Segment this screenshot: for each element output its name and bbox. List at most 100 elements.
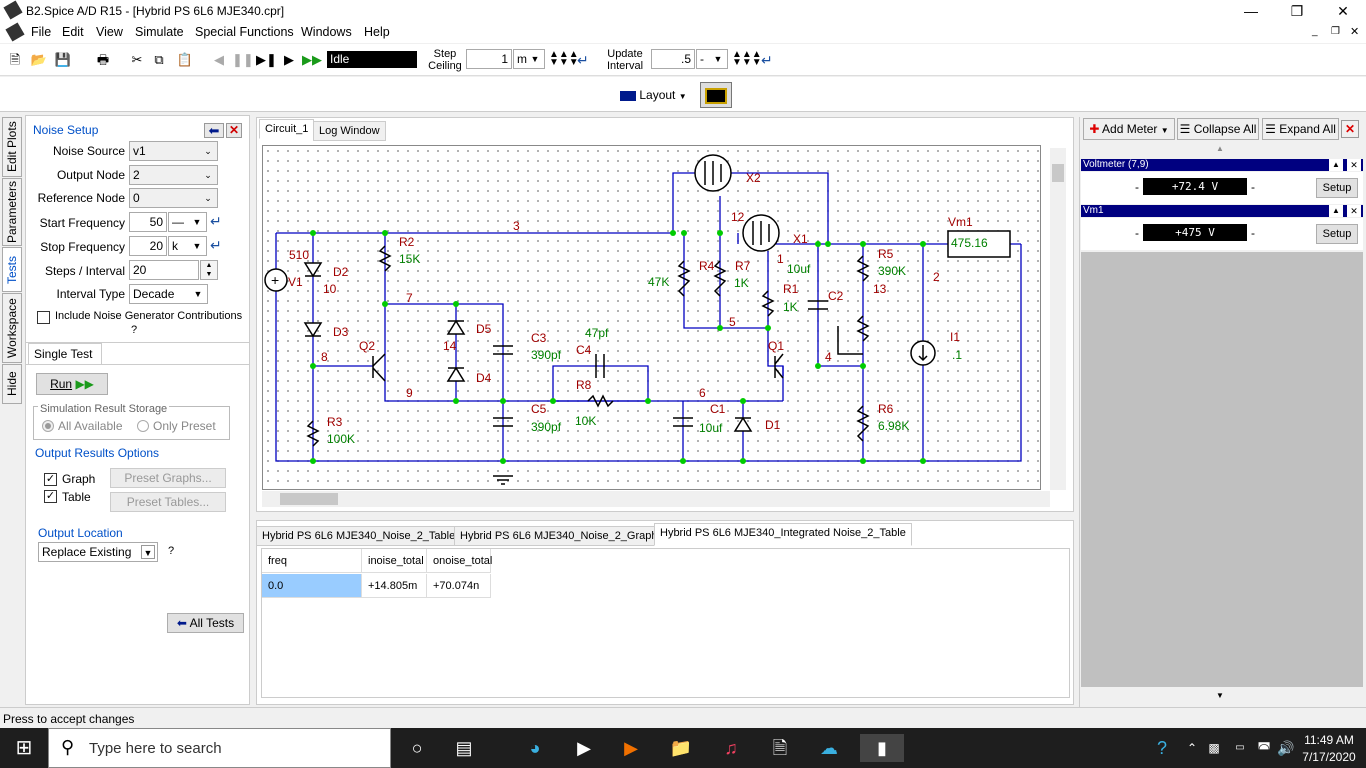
clock-date[interactable]: 7/17/2020 [1302, 750, 1356, 764]
collapse-all-button[interactable]: ☰ Collapse All [1177, 118, 1259, 140]
step-ceiling-unit[interactable]: m▼ [513, 49, 545, 69]
all-available-radio[interactable] [42, 420, 54, 432]
table-cell[interactable]: +70.074n [427, 574, 491, 598]
spinner-icon[interactable]: ▲▲▲▼▼▼ [549, 49, 579, 68]
menu-windows[interactable]: Windows [301, 25, 352, 39]
enter-arrow-icon[interactable]: ↵ [577, 52, 589, 68]
tab-noise-table[interactable]: Hybrid PS 6L6 MJE340_Noise_2_Table [256, 526, 462, 546]
tab-noise-graph[interactable]: Hybrid PS 6L6 MJE340_Noise_2_Graph [454, 526, 664, 546]
taskbar-search[interactable]: ⚲ Type here to search [48, 728, 391, 768]
step-forward-icon[interactable]: ▶❚ [256, 52, 277, 67]
steps-spinner-icon[interactable]: ▲▼ [200, 260, 218, 280]
table-cell[interactable]: 0.0 [262, 574, 362, 598]
collapse-icon[interactable]: ▲ [1329, 159, 1343, 171]
start-frequency-unit[interactable]: —▼ [168, 212, 207, 232]
meter-setup-button[interactable]: Setup [1316, 224, 1358, 244]
spinner-icon[interactable]: ▲▲▲▼▼▼ [732, 49, 762, 68]
paste-icon[interactable]: 📋 [176, 52, 194, 67]
menu-help[interactable]: Help [364, 25, 390, 39]
table-cell[interactable]: +14.805m [362, 574, 427, 598]
only-preset-radio[interactable] [137, 420, 149, 432]
scroll-thumb[interactable] [280, 493, 338, 505]
step-ceiling-input[interactable]: 1 [466, 49, 512, 69]
tab-edit-plots[interactable]: Edit Plots [2, 117, 22, 177]
collapse-icon[interactable]: ▲ [1329, 205, 1343, 217]
open-folder-icon[interactable]: 📂 [30, 52, 48, 67]
update-interval-input[interactable]: .5 [651, 49, 695, 69]
meter-setup-button[interactable]: Setup [1316, 178, 1358, 198]
menu-simulate[interactable]: Simulate [135, 25, 184, 39]
minimize-icon[interactable]: — [1244, 3, 1258, 19]
output-node-select[interactable]: 2⌄ [129, 165, 218, 185]
scroll-thumb[interactable] [1052, 164, 1064, 182]
restore-icon[interactable]: ❐ [1290, 3, 1304, 19]
tab-integrated-noise-table[interactable]: Hybrid PS 6L6 MJE340_Integrated Noise_2_… [654, 523, 912, 546]
close-panel-icon[interactable]: ✕ [226, 123, 242, 138]
close-icon[interactable]: ✕ [1347, 205, 1361, 217]
tab-single-test[interactable]: Single Test [28, 343, 102, 365]
close-icon[interactable]: ✕ [1347, 159, 1361, 171]
b2spice-taskbar-icon[interactable]: ▮ [860, 734, 904, 762]
menu-view[interactable]: View [96, 25, 123, 39]
table-header[interactable]: inoise_total [362, 549, 427, 573]
new-file-icon[interactable]: 🗎 [9, 52, 21, 67]
cortana-icon[interactable]: ○ [411, 738, 423, 758]
add-meter-button[interactable]: ✚ Add Meter ▼ [1083, 118, 1175, 140]
video-icon[interactable]: ▶ [624, 738, 638, 758]
include-noise-gen-checkbox[interactable] [37, 311, 50, 324]
menu-special-functions[interactable]: Special Functions [195, 25, 294, 39]
scroll-up-icon[interactable]: ▲ [1216, 144, 1224, 153]
fast-run-icon[interactable]: ▶▶ [302, 52, 322, 67]
steps-interval-input[interactable]: 20 [129, 260, 199, 280]
cut-icon[interactable]: ✂ [131, 52, 143, 67]
tab-parameters[interactable]: Parameters [2, 178, 22, 246]
mdi-close-icon[interactable]: ✕ [1350, 26, 1360, 38]
output-location-select[interactable]: Replace Existing▼ [38, 542, 158, 562]
copy-icon[interactable]: ⧉ [154, 52, 164, 67]
enter-arrow-icon[interactable]: ↵ [761, 52, 773, 68]
table-checkbox[interactable]: ✓ [44, 490, 57, 503]
enter-arrow-icon[interactable]: ↵ [210, 237, 222, 253]
update-interval-unit[interactable]: -▼ [696, 49, 728, 69]
interval-type-select[interactable]: Decade▼ [129, 284, 208, 304]
play-icon[interactable]: ▶ [284, 52, 294, 67]
help-tray-icon[interactable]: ? [1156, 738, 1167, 758]
run-button[interactable]: Run ▶▶ [36, 373, 108, 395]
pdf-file-icon[interactable]: 🗎 [772, 738, 788, 758]
windows-start-icon[interactable]: ⊞ [15, 737, 33, 759]
tab-circuit-1[interactable]: Circuit_1 [259, 119, 315, 139]
clock-time[interactable]: 11:49 AM [1304, 733, 1354, 747]
layout-dropdown[interactable]: Layout ▼ [620, 86, 687, 104]
all-tests-button[interactable]: ⬅ All Tests [167, 613, 244, 633]
volume-icon[interactable]: 🔊 [1277, 740, 1295, 756]
help-icon[interactable]: ? [131, 324, 138, 336]
schematic-hscrollbar[interactable] [262, 491, 1050, 507]
graph-checkbox[interactable]: ✓ [44, 473, 57, 486]
mdi-minimize-icon[interactable]: _ [1312, 26, 1318, 37]
print-icon[interactable]: 🖶 [96, 52, 110, 67]
expand-all-button[interactable]: ☰ Expand All [1262, 118, 1339, 140]
stop-frequency-input[interactable]: 20 [129, 236, 167, 256]
close-icon[interactable]: ✕ [1337, 3, 1349, 19]
start-frequency-input[interactable]: 50 [129, 212, 167, 232]
schematic-vscrollbar[interactable] [1050, 148, 1066, 490]
tab-workspace[interactable]: Workspace [2, 293, 22, 363]
tray-chevron-icon[interactable]: ⌃ [1186, 741, 1198, 755]
edge-icon[interactable]: ◕ [529, 738, 541, 758]
schematic-canvas[interactable]: + X2 3 12 X1 Vm1 R2 510 V1 D2 10 R4 R7 1… [262, 145, 1041, 490]
preset-tables-button[interactable]: Preset Tables... [110, 492, 226, 512]
scroll-down-icon[interactable]: ▼ [1216, 691, 1224, 700]
menu-file[interactable]: File [31, 25, 52, 39]
scope-view-button[interactable] [700, 82, 732, 108]
tab-log-window[interactable]: Log Window [313, 121, 386, 141]
table-header[interactable]: onoise_total [427, 549, 492, 573]
noise-source-select[interactable]: v1⌄ [129, 141, 218, 161]
menu-edit[interactable]: Edit [62, 25, 84, 39]
mdi-restore-icon[interactable]: ❐ [1331, 26, 1340, 37]
save-icon[interactable]: 💾 [54, 52, 72, 67]
task-view-icon[interactable]: ▤ [455, 738, 473, 758]
enter-arrow-icon[interactable]: ↵ [210, 213, 222, 229]
pause-icon[interactable]: ❚❚ [232, 52, 254, 67]
wifi-icon[interactable]: ◚ [1257, 740, 1271, 756]
itunes-icon[interactable]: ♫ [724, 738, 738, 758]
